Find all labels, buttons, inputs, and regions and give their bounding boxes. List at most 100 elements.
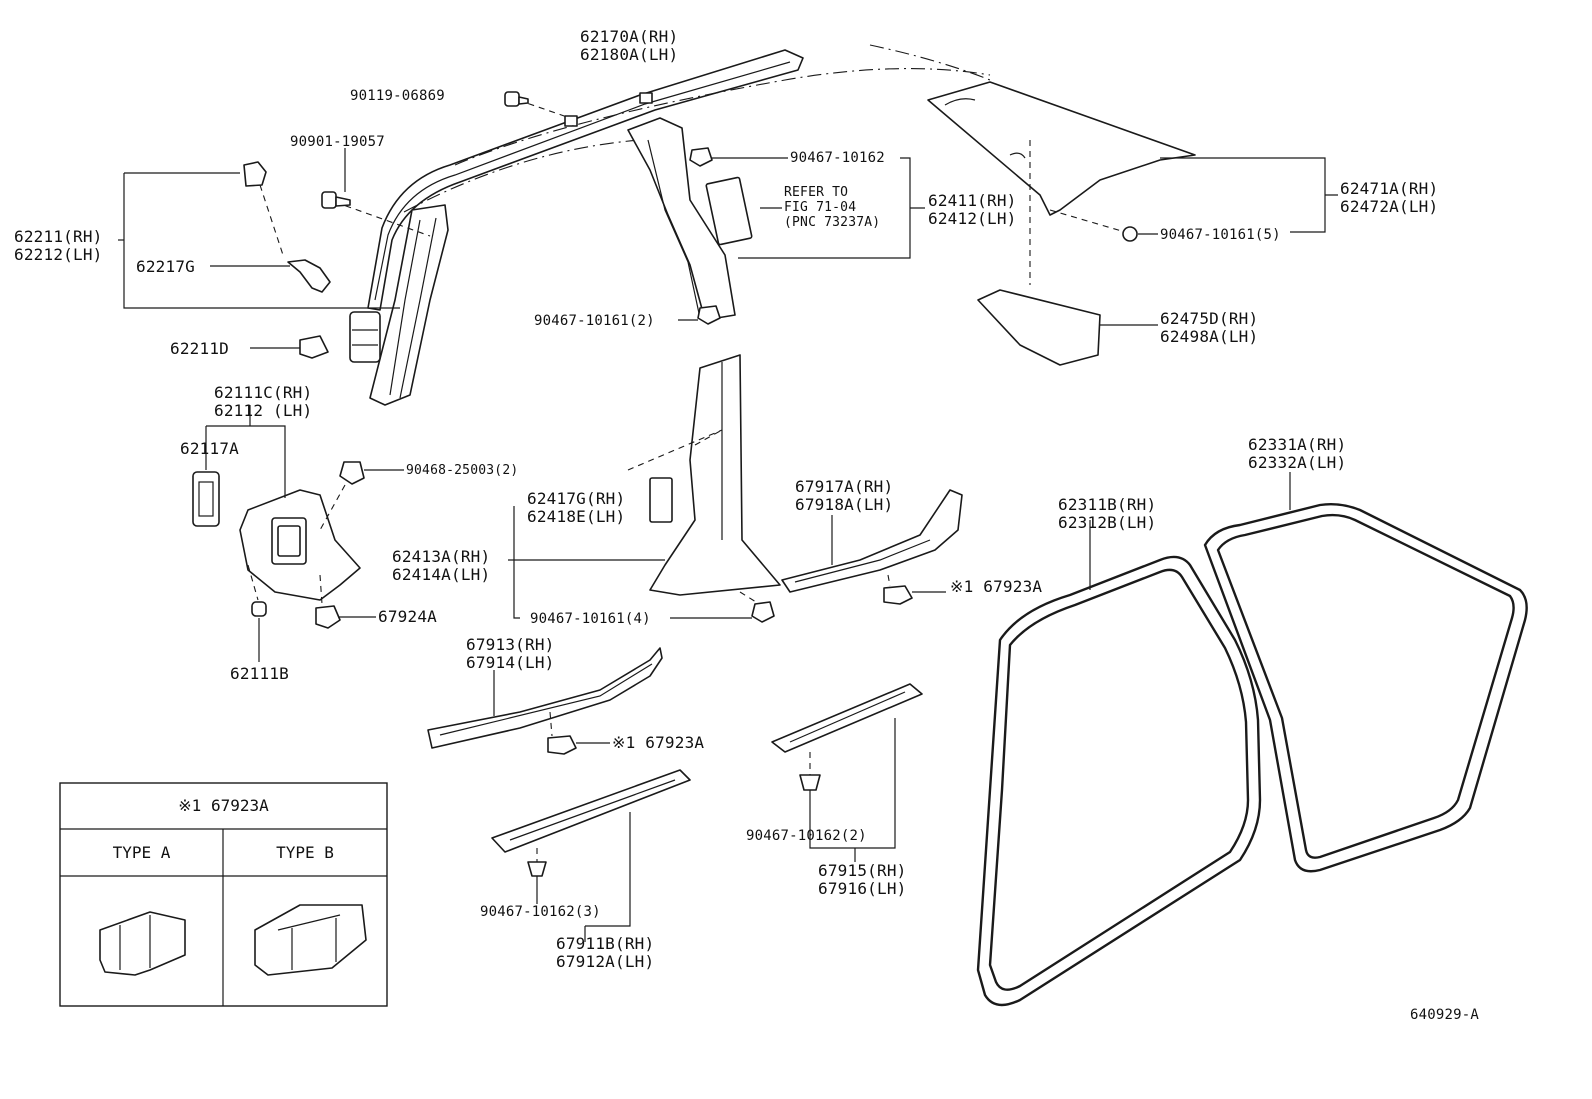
clip-type-b-part [254,904,367,976]
label-67917a: 67917A(RH) 67918A(LH) [795,478,893,514]
bracket-62411 [738,157,925,259]
front-scuff-plate-part [491,769,691,853]
leader-62417g-dash [627,429,723,471]
part-number: 62471A(RH) [1340,179,1439,198]
screw-90119-part [504,91,529,107]
label-62475d: 62475D(RH) 62498A(LH) [1160,310,1258,346]
legend-title: ※1 67923A [178,796,269,815]
part-number: 62112 (LH) [214,401,313,420]
part-number: 62475D(RH) [1160,309,1259,328]
part-number: 67912A(LH) [556,952,655,971]
label-90467-10162-3: 90467-10162(3) [480,904,601,920]
screw-90467-10162-2-part [799,774,821,791]
leader-67923a-mid-dash [549,711,553,737]
label-67924a: 67924A [378,607,437,626]
clip-67923a-mid-part [547,735,577,755]
leader-67923a-right-dash [887,574,891,587]
rear-door-weatherstrip-inner [1216,513,1515,859]
part-number: 67915(RH) [818,861,907,880]
bracket-62111c [205,405,286,498]
roof-outline-inner [403,139,641,213]
label-62417g: 62417G(RH) 62418E(LH) [527,490,625,526]
bracket-62211 [123,172,400,309]
bracket-67911b [536,812,631,942]
part-number: 62411(RH) [928,191,1017,210]
label-90901: 90901-19057 [290,134,385,150]
center-pillar-lower-garnish-part [649,354,781,596]
part-number: 62212(LH) [14,245,103,264]
part-number: 62180A(LH) [580,45,679,64]
clip-90468-part [339,461,365,485]
label-62471a: 62471A(RH) 62472A(LH) [1340,180,1438,216]
part-number: 62332A(LH) [1248,453,1347,472]
clip-62111b-part [251,601,267,617]
legend-type-a: TYPE A [112,843,171,862]
panel-62475d-part [977,289,1101,366]
refer-text: FIG 71-04 [784,200,857,215]
part-number: 62331A(RH) [1248,435,1347,454]
part-number: 67914(LH) [466,653,555,672]
clip-62211d-part [299,335,329,359]
label-62211: 62211(RH) 62212(LH) [14,228,103,264]
leader-67924a-dash [319,574,323,605]
part-number: 62418E(LH) [527,507,626,526]
leader-90467-10161-5-dash [1049,209,1126,233]
screw-90901-part [321,191,351,209]
label-62311b: 62311B(RH) 62312B(LH) [1058,496,1156,532]
part-number: 62417G(RH) [527,489,626,508]
front-door-scuff-upper-part [427,647,663,749]
part-number: 67918A(LH) [795,495,894,514]
rear-door-weatherstrip-part [1203,502,1528,873]
leader-90119 [517,99,571,119]
refer-text: (PNC 73237A) [784,215,881,230]
label-90467-10161-2: 90467-10161(2) [534,313,655,329]
leader-90468-dash [319,484,346,531]
label-67911b: 67911B(RH) 67912A(LH) [556,935,654,971]
roof-side-rail-part [367,49,804,311]
label-62117a: 62117A [180,439,239,458]
roof-side-inner-panel-part [927,81,1196,216]
label-refer-to: REFER TO FIG 71-04 (PNC 73237A) [784,185,880,230]
part-number: 67916(LH) [818,879,907,898]
part-number: 62211(RH) [14,227,103,246]
label-62111c: 62111C(RH) 62112 (LH) [214,384,312,420]
front-door-weatherstrip-inner [988,568,1250,991]
label-62217g: 62217G [136,257,195,276]
label-67915: 67915(RH) 67916(LH) [818,862,907,898]
center-pillar-upper-garnish-part [627,117,753,321]
clip-62217g-part [243,161,331,293]
part-number: 62413A(RH) [392,547,491,566]
label-67913: 67913(RH) 67914(LH) [466,636,555,672]
part-number: 62312B(LH) [1058,513,1157,532]
clip-90467-10161-4-part [751,601,775,623]
diagram-id: 640929-A [1410,1007,1480,1023]
clip-90467-upper-part [689,147,721,325]
label-90467-10161-4: 90467-10161(4) [530,611,651,627]
label-62411: 62411(RH) 62412(LH) [928,192,1017,228]
label-67923a-right: ※1 67923A [950,577,1043,596]
part-number: 62414A(LH) [392,565,491,584]
leader-62217g-dash [259,184,285,259]
bracket-67915 [809,718,896,849]
front-pillar-garnish-part [349,204,449,406]
label-90468: 90468-25003(2) [406,463,519,478]
legend-box [59,782,388,1007]
label-62211d: 62211D [170,339,229,358]
roof-outline-rear [869,44,991,81]
label-62413a: 62413A(RH) 62414A(LH) [392,548,490,584]
bracket-62413a [508,506,665,619]
part-number: 67911B(RH) [556,934,655,953]
rear-scuff-plate-part [771,683,923,753]
part-number: 62472A(LH) [1340,197,1439,216]
bracket-62117a-part [192,471,220,527]
bracket-62471a [1160,157,1338,233]
part-number: 62170A(RH) [580,27,679,46]
screw-90467-10162-3-part [527,861,547,877]
part-number: 62412(LH) [928,209,1017,228]
clip-type-a-part [99,911,186,976]
clip-90467-10161-5-part [1122,226,1138,242]
leader-90901-dash [334,201,431,237]
part-number: 62111C(RH) [214,383,313,402]
